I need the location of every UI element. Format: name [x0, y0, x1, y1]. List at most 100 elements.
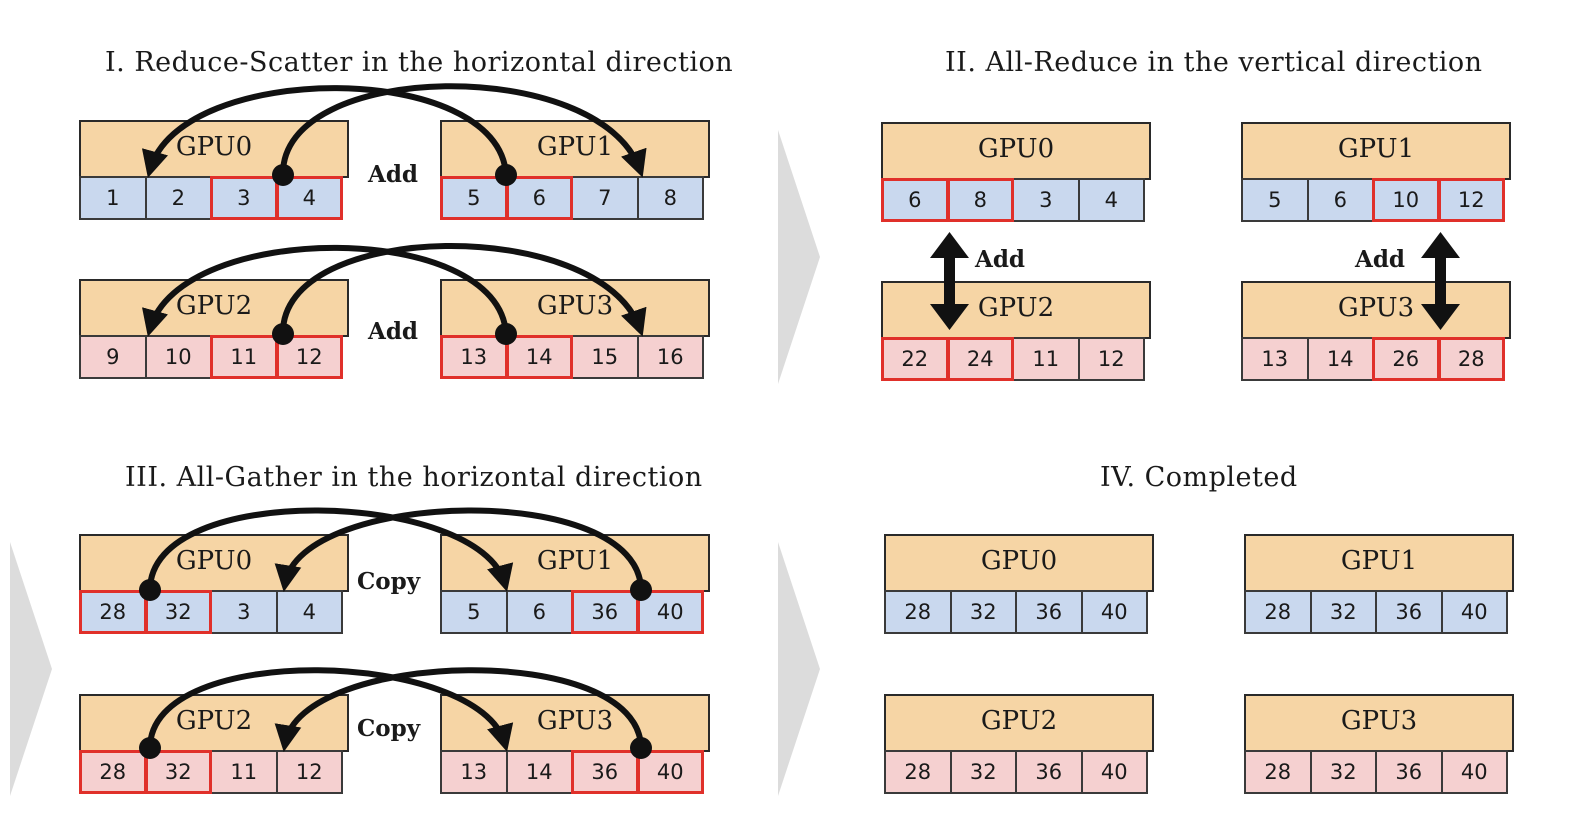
data-chunk-highlighted: 12 [1437, 178, 1505, 222]
data-chunk: 12 [1077, 337, 1145, 381]
data-chunk: 7 [571, 176, 639, 220]
panel3-copy-label-bottom: Copy [357, 715, 421, 742]
data-chunk: 16 [636, 335, 704, 379]
panel2-add-label-left: Add [975, 246, 1026, 273]
gpu-header: GPU3 [440, 694, 710, 752]
data-chunk: 6 [1306, 178, 1374, 222]
data-chunk-highlighted: 10 [1372, 178, 1440, 222]
data-chunk-highlighted: 32 [144, 590, 212, 634]
step-chevron-1 [778, 130, 820, 384]
data-chunk: 36 [1015, 750, 1083, 794]
gpu-label: GPU3 [1337, 293, 1415, 323]
step-chevron-2 [10, 542, 52, 796]
data-chunk-highlighted: 22 [881, 337, 949, 381]
data-chunk: 36 [1015, 590, 1083, 634]
data-chunk: 40 [1440, 750, 1508, 794]
data-chunk: 11 [210, 750, 278, 794]
data-chunk-highlighted: 8 [946, 178, 1014, 222]
data-chunk-highlighted: 24 [946, 337, 1014, 381]
data-chunk: 14 [505, 750, 573, 794]
data-chunk: 32 [1309, 590, 1377, 634]
gpu-label: GPU0 [980, 546, 1058, 576]
panel1-add-label-top: Add [368, 161, 419, 188]
data-chunk: 8 [636, 176, 704, 220]
data-chunk: 40 [1440, 590, 1508, 634]
data-chunk-highlighted: 28 [1437, 337, 1505, 381]
gpu-header: GPU0 [881, 122, 1151, 180]
data-chunk-highlighted: 4 [275, 176, 343, 220]
data-chunk-highlighted: 6 [505, 176, 573, 220]
gpu-label: GPU2 [175, 706, 253, 736]
gpu-label: GPU2 [175, 291, 253, 321]
gpu-header: GPU3 [440, 279, 710, 337]
data-chunk-highlighted: 6 [881, 178, 949, 222]
data-chunk: 28 [1244, 750, 1312, 794]
gpu-header: GPU0 [79, 534, 349, 592]
gpu-header: GPU3 [1241, 281, 1511, 339]
gpu-label: GPU3 [536, 706, 614, 736]
data-chunk: 4 [1077, 178, 1145, 222]
gpu-label: GPU0 [175, 546, 253, 576]
data-chunk: 15 [571, 335, 639, 379]
gpu-label: GPU1 [1340, 546, 1418, 576]
gpu-label: GPU2 [977, 293, 1055, 323]
data-chunk-highlighted: 28 [79, 590, 147, 634]
data-chunk: 36 [1375, 590, 1443, 634]
gpu-label: GPU1 [536, 132, 614, 162]
gpu-header: GPU2 [884, 694, 1154, 752]
data-chunk: 40 [1080, 750, 1148, 794]
data-chunk: 5 [440, 590, 508, 634]
data-chunk: 28 [884, 590, 952, 634]
gpu-label: GPU1 [1337, 134, 1415, 164]
data-chunk: 2 [144, 176, 212, 220]
data-chunk: 3 [1012, 178, 1080, 222]
data-chunk-highlighted: 11 [210, 335, 278, 379]
data-chunk: 40 [1080, 590, 1148, 634]
data-chunk: 32 [949, 750, 1017, 794]
gpu-label: GPU0 [977, 134, 1055, 164]
data-chunk: 32 [1309, 750, 1377, 794]
gpu-header: GPU1 [440, 120, 710, 178]
data-chunk: 9 [79, 335, 147, 379]
data-chunk-highlighted: 13 [440, 335, 508, 379]
data-chunk: 13 [440, 750, 508, 794]
data-chunk: 5 [1241, 178, 1309, 222]
data-chunk-highlighted: 14 [505, 335, 573, 379]
data-chunk: 4 [275, 590, 343, 634]
gpu-label: GPU0 [175, 132, 253, 162]
data-chunk-highlighted: 36 [571, 590, 639, 634]
gpu-label: GPU3 [1340, 706, 1418, 736]
data-chunk-highlighted: 12 [275, 335, 343, 379]
panel2-add-label-right: Add [1355, 246, 1406, 273]
data-chunk-highlighted: 26 [1372, 337, 1440, 381]
data-chunk: 36 [1375, 750, 1443, 794]
gpu-label: GPU3 [536, 291, 614, 321]
panel3-title: III. All-Gather in the horizontal direct… [125, 462, 703, 493]
data-chunk-highlighted: 40 [636, 590, 704, 634]
